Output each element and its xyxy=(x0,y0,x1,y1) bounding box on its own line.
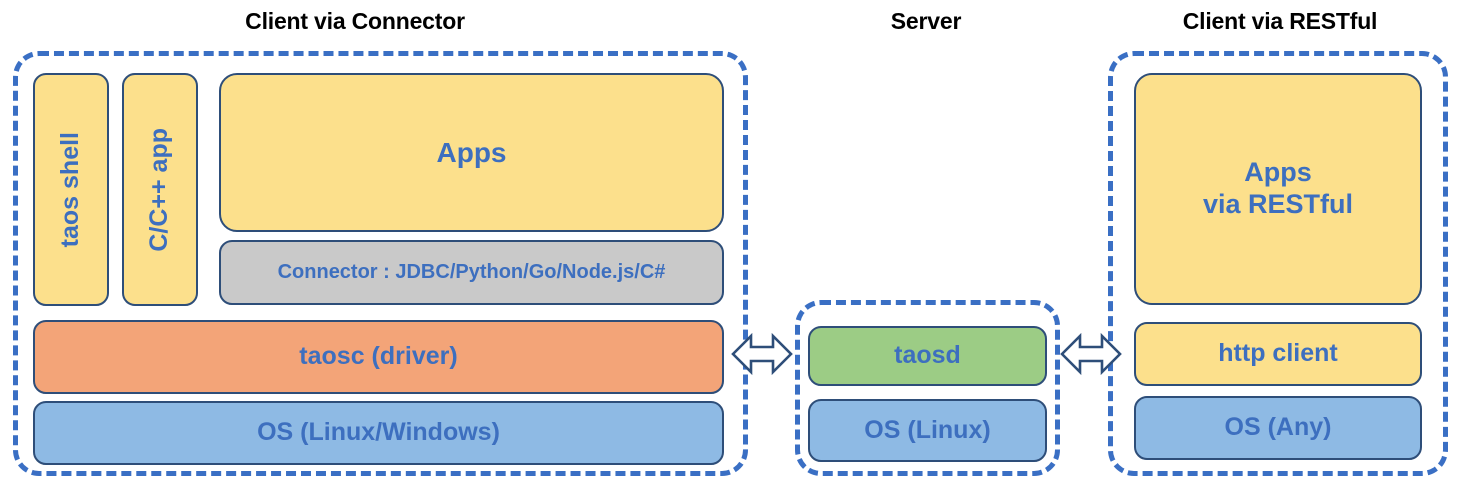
node-c-cpp-app[interactable]: C/C++ app xyxy=(122,73,198,306)
node-os-linux-windows-label: OS (Linux/Windows) xyxy=(257,418,500,447)
node-apps-via-restful-line2: via RESTful xyxy=(1202,189,1354,219)
node-apps-via-restful-line1: Apps xyxy=(1244,157,1312,188)
node-http-client[interactable]: http client xyxy=(1134,322,1422,386)
node-connector-label: Connector : JDBC/Python/Go/Node.js/C# xyxy=(277,260,666,283)
node-taosc-driver-label: taosc (driver) xyxy=(299,342,458,371)
node-apps-via-restful[interactable]: Apps via RESTful xyxy=(1134,73,1422,305)
node-os-linux-windows[interactable]: OS (Linux/Windows) xyxy=(33,401,724,465)
node-http-client-label: http client xyxy=(1218,339,1338,368)
panel-title-server: Server xyxy=(890,8,962,34)
panel-title-client-via-restful: Client via RESTful xyxy=(1182,8,1378,34)
node-apps-label: Apps xyxy=(436,136,507,168)
node-taosc-driver[interactable]: taosc (driver) xyxy=(33,320,724,394)
node-c-cpp-app-label: C/C++ app xyxy=(145,127,174,252)
group-client-via-restful xyxy=(1108,51,1448,476)
node-taos-shell[interactable]: taos shell xyxy=(33,73,109,306)
node-taosd[interactable]: taosd xyxy=(808,326,1047,386)
node-apps[interactable]: Apps xyxy=(219,73,724,232)
bidirectional-arrow-icon-server-restful xyxy=(1060,328,1122,385)
node-os-linux[interactable]: OS (Linux) xyxy=(808,399,1047,462)
panel-title-client-via-connector: Client via Connector xyxy=(245,8,465,34)
node-apps-via-restful-label: Apps via RESTful xyxy=(1203,157,1353,221)
node-os-linux-label: OS (Linux) xyxy=(864,415,991,444)
bidirectional-arrow-icon-client-server xyxy=(731,328,793,385)
group-server xyxy=(795,300,1060,476)
node-taosd-label: taosd xyxy=(894,341,961,370)
group-client-via-connector xyxy=(13,51,748,476)
node-os-any[interactable]: OS (Any) xyxy=(1134,396,1422,460)
node-taos-shell-label: taos shell xyxy=(56,131,85,248)
node-connector[interactable]: Connector : JDBC/Python/Go/Node.js/C# xyxy=(219,240,724,305)
node-os-any-label: OS (Any) xyxy=(1224,413,1332,442)
